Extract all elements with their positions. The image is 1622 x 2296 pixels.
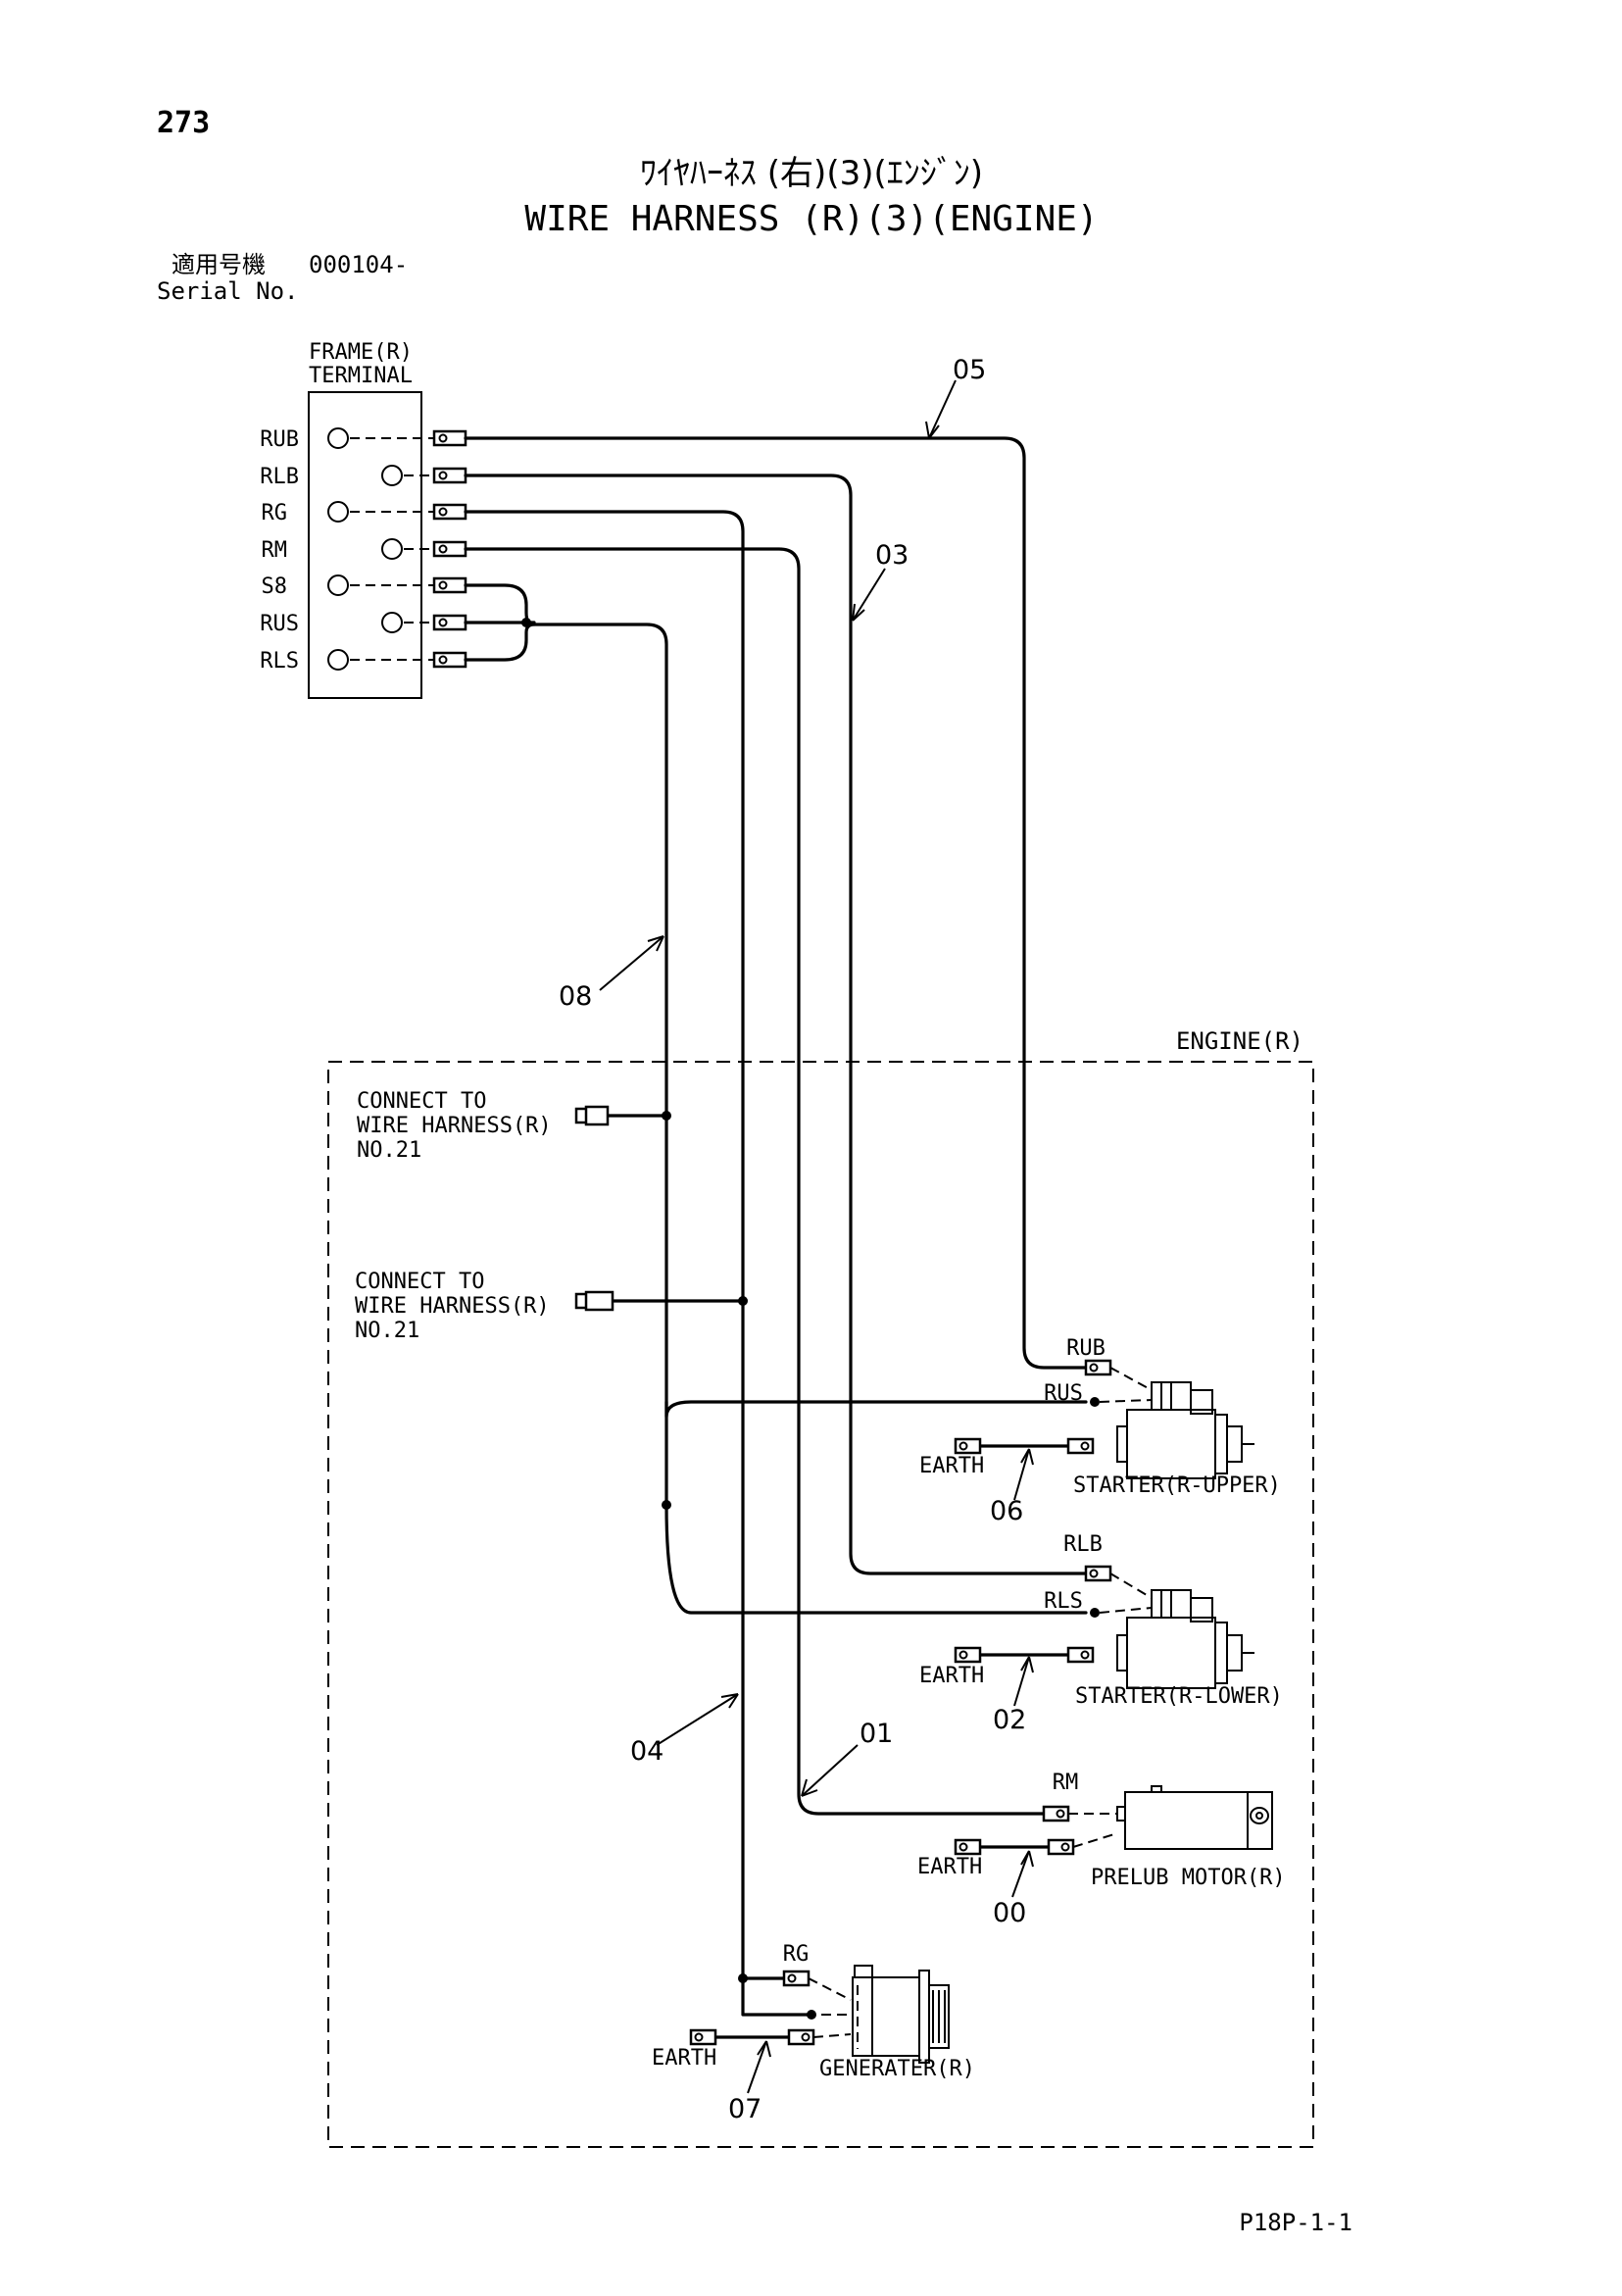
generator-earth: EARTH [652,2046,716,2071]
starter-lower-name: STARTER(R-LOWER) [1075,1684,1283,1709]
connect-to-connector-1 [574,1105,610,1126]
prelub-motor-earth: EARTH [917,1855,982,1879]
starter-lower-terminal-b: RLB [1063,1532,1103,1557]
generator-body [782,1965,950,2064]
connect-to-1-line3: NO.21 [357,1138,421,1163]
prelub-motor-name: PRELUB MOTOR(R) [1091,1866,1286,1890]
connect-to-2-line3: NO.21 [355,1319,419,1343]
terminal-label-rlb: RLB [260,465,299,489]
terminal-label-rub: RUB [260,427,299,452]
starter-upper-earth: EARTH [919,1454,984,1478]
callout-02: 02 [993,1705,1026,1735]
frame-terminal-title-1: FRAME(R) [309,340,413,365]
connect-to-1-line1: CONNECT TO [357,1089,486,1114]
engine-region-label: ENGINE(R) [1176,1027,1303,1055]
splice-dot-4 [738,1973,748,1983]
wire-04-branch-gen [741,1976,811,2017]
title-japanese: ﾜｲﾔﾊｰﾈｽ (右)(3)(ｴﾝｼﾞﾝ) [640,154,983,193]
callout-06: 06 [990,1496,1023,1526]
starter-lower-body [1084,1565,1254,1689]
serial-label-en: Serial No. [157,277,299,305]
connect-to-2-line1: CONNECT TO [355,1270,484,1294]
frame-ring-terminals [432,429,467,669]
starter-upper-terminal-s: RUS [1044,1381,1083,1406]
prelub-motor-earth-terminals [954,1832,1118,1856]
serial-value: 000104- [309,251,408,278]
callout-08: 08 [559,981,592,1012]
footer-code: P18P-1-1 [1239,2209,1352,2236]
generator-terminal: RG [783,1942,810,1967]
starter-lower-earth-terminals [954,1646,1095,1664]
terminal-label-rls: RLS [260,649,299,674]
terminal-label-s8: S8 [262,574,288,599]
wire-08 [532,623,1088,1615]
terminal-label-rg: RG [262,501,288,525]
generator-earth-terminals [689,2028,852,2046]
splice-dot-3 [662,1500,671,1510]
starter-upper-name: STARTER(R-UPPER) [1073,1473,1281,1498]
starter-upper-terminal-b: RUB [1066,1336,1106,1361]
frame-terminal-box [308,391,422,699]
wire-03 [464,474,1088,1575]
wire-04 [464,510,786,1980]
starter-upper-body [1084,1359,1254,1479]
prelub-motor-terminal: RM [1053,1771,1079,1795]
starter-lower-terminal-s: RLS [1044,1589,1083,1614]
generator-name: GENERATER(R) [819,2057,975,2081]
splice-dot-s8 [521,618,531,627]
callout-01: 01 [860,1719,893,1749]
prelub-motor-body [1042,1785,1273,1850]
terminal-label-rus: RUS [260,612,299,636]
splice-dot-1 [662,1111,671,1121]
connect-to-connector-2 [574,1290,614,1312]
frame-terminal-title-2: TERMINAL [309,364,413,388]
callout-05: 05 [953,355,986,385]
wire-05 [464,436,1088,1370]
callout-04: 04 [630,1736,664,1767]
callout-00: 00 [993,1898,1026,1928]
frame-terminal-studs [327,427,436,671]
starter-lower-earth: EARTH [919,1664,984,1688]
engine-region-frame [327,1061,1314,2148]
callout-arrows [599,379,1034,2094]
connect-to-2-line2: WIRE HARNESS(R) [355,1294,550,1319]
callout-03: 03 [875,540,909,571]
starter-upper-earth-terminals [954,1437,1095,1455]
callout-07: 07 [728,2094,762,2124]
title-english: WIRE HARNESS (R)(3)(ENGINE) [524,199,1098,239]
serial-label-jp: 適用号機 [172,251,266,278]
wire-01 [464,547,1046,1816]
connect-to-1-line2: WIRE HARNESS(R) [357,1114,552,1138]
page-number: 273 [157,106,210,140]
splice-dot-2 [738,1296,748,1306]
terminal-label-rm: RM [262,538,288,563]
